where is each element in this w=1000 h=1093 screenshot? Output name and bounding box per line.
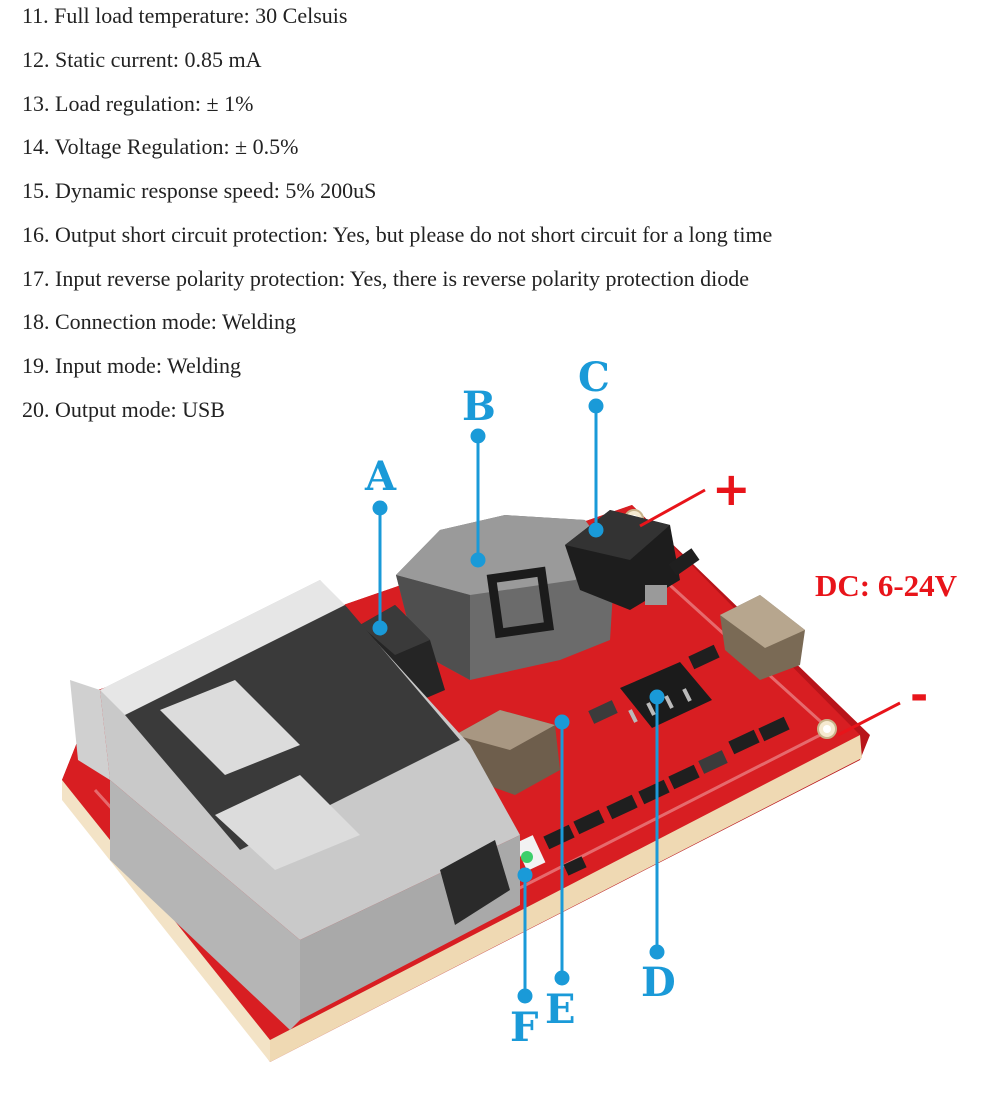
callout-lines <box>372 398 665 1004</box>
status-led <box>521 851 533 863</box>
negative-terminal-label: - <box>910 670 929 721</box>
spec-item: 11. Full load temperature: 30 Celsuis <box>22 3 348 28</box>
input-voltage-label: DC: 6-24V <box>815 568 958 603</box>
spec-item: 18. Connection mode: Welding <box>22 309 297 334</box>
spec-item: 12. Static current: 0.85 mA <box>22 47 262 72</box>
usb-port <box>70 580 520 1030</box>
callout-label-c: C <box>578 354 610 401</box>
inductor <box>396 515 615 680</box>
callout-label-e: E <box>545 986 576 1033</box>
spec-item: 13. Load regulation: ± 1% <box>22 91 254 116</box>
smd-components <box>514 548 790 876</box>
positive-terminal-label: + <box>712 462 751 516</box>
spec-item: 16. Output short circuit protection: Yes… <box>22 222 773 247</box>
spec-item: 15. Dynamic response speed: 5% 200uS <box>22 178 377 203</box>
spec-item: 14. Voltage Regulation: ± 0.5% <box>22 134 299 159</box>
spec-item: 20. Output mode: USB <box>22 397 225 422</box>
spec-item: 17. Input reverse polarity protection: Y… <box>22 266 750 291</box>
callout-label-b: B <box>462 383 496 430</box>
buck-controller-ic <box>620 662 712 728</box>
polarity-lines <box>639 488 901 737</box>
spec-item: 19. Input mode: Welding <box>22 353 242 378</box>
callout-label-d: D <box>641 959 676 1006</box>
input-capacitor <box>720 595 805 680</box>
callout-label-a: A <box>365 453 397 500</box>
callout-label-f: F <box>510 1004 539 1051</box>
